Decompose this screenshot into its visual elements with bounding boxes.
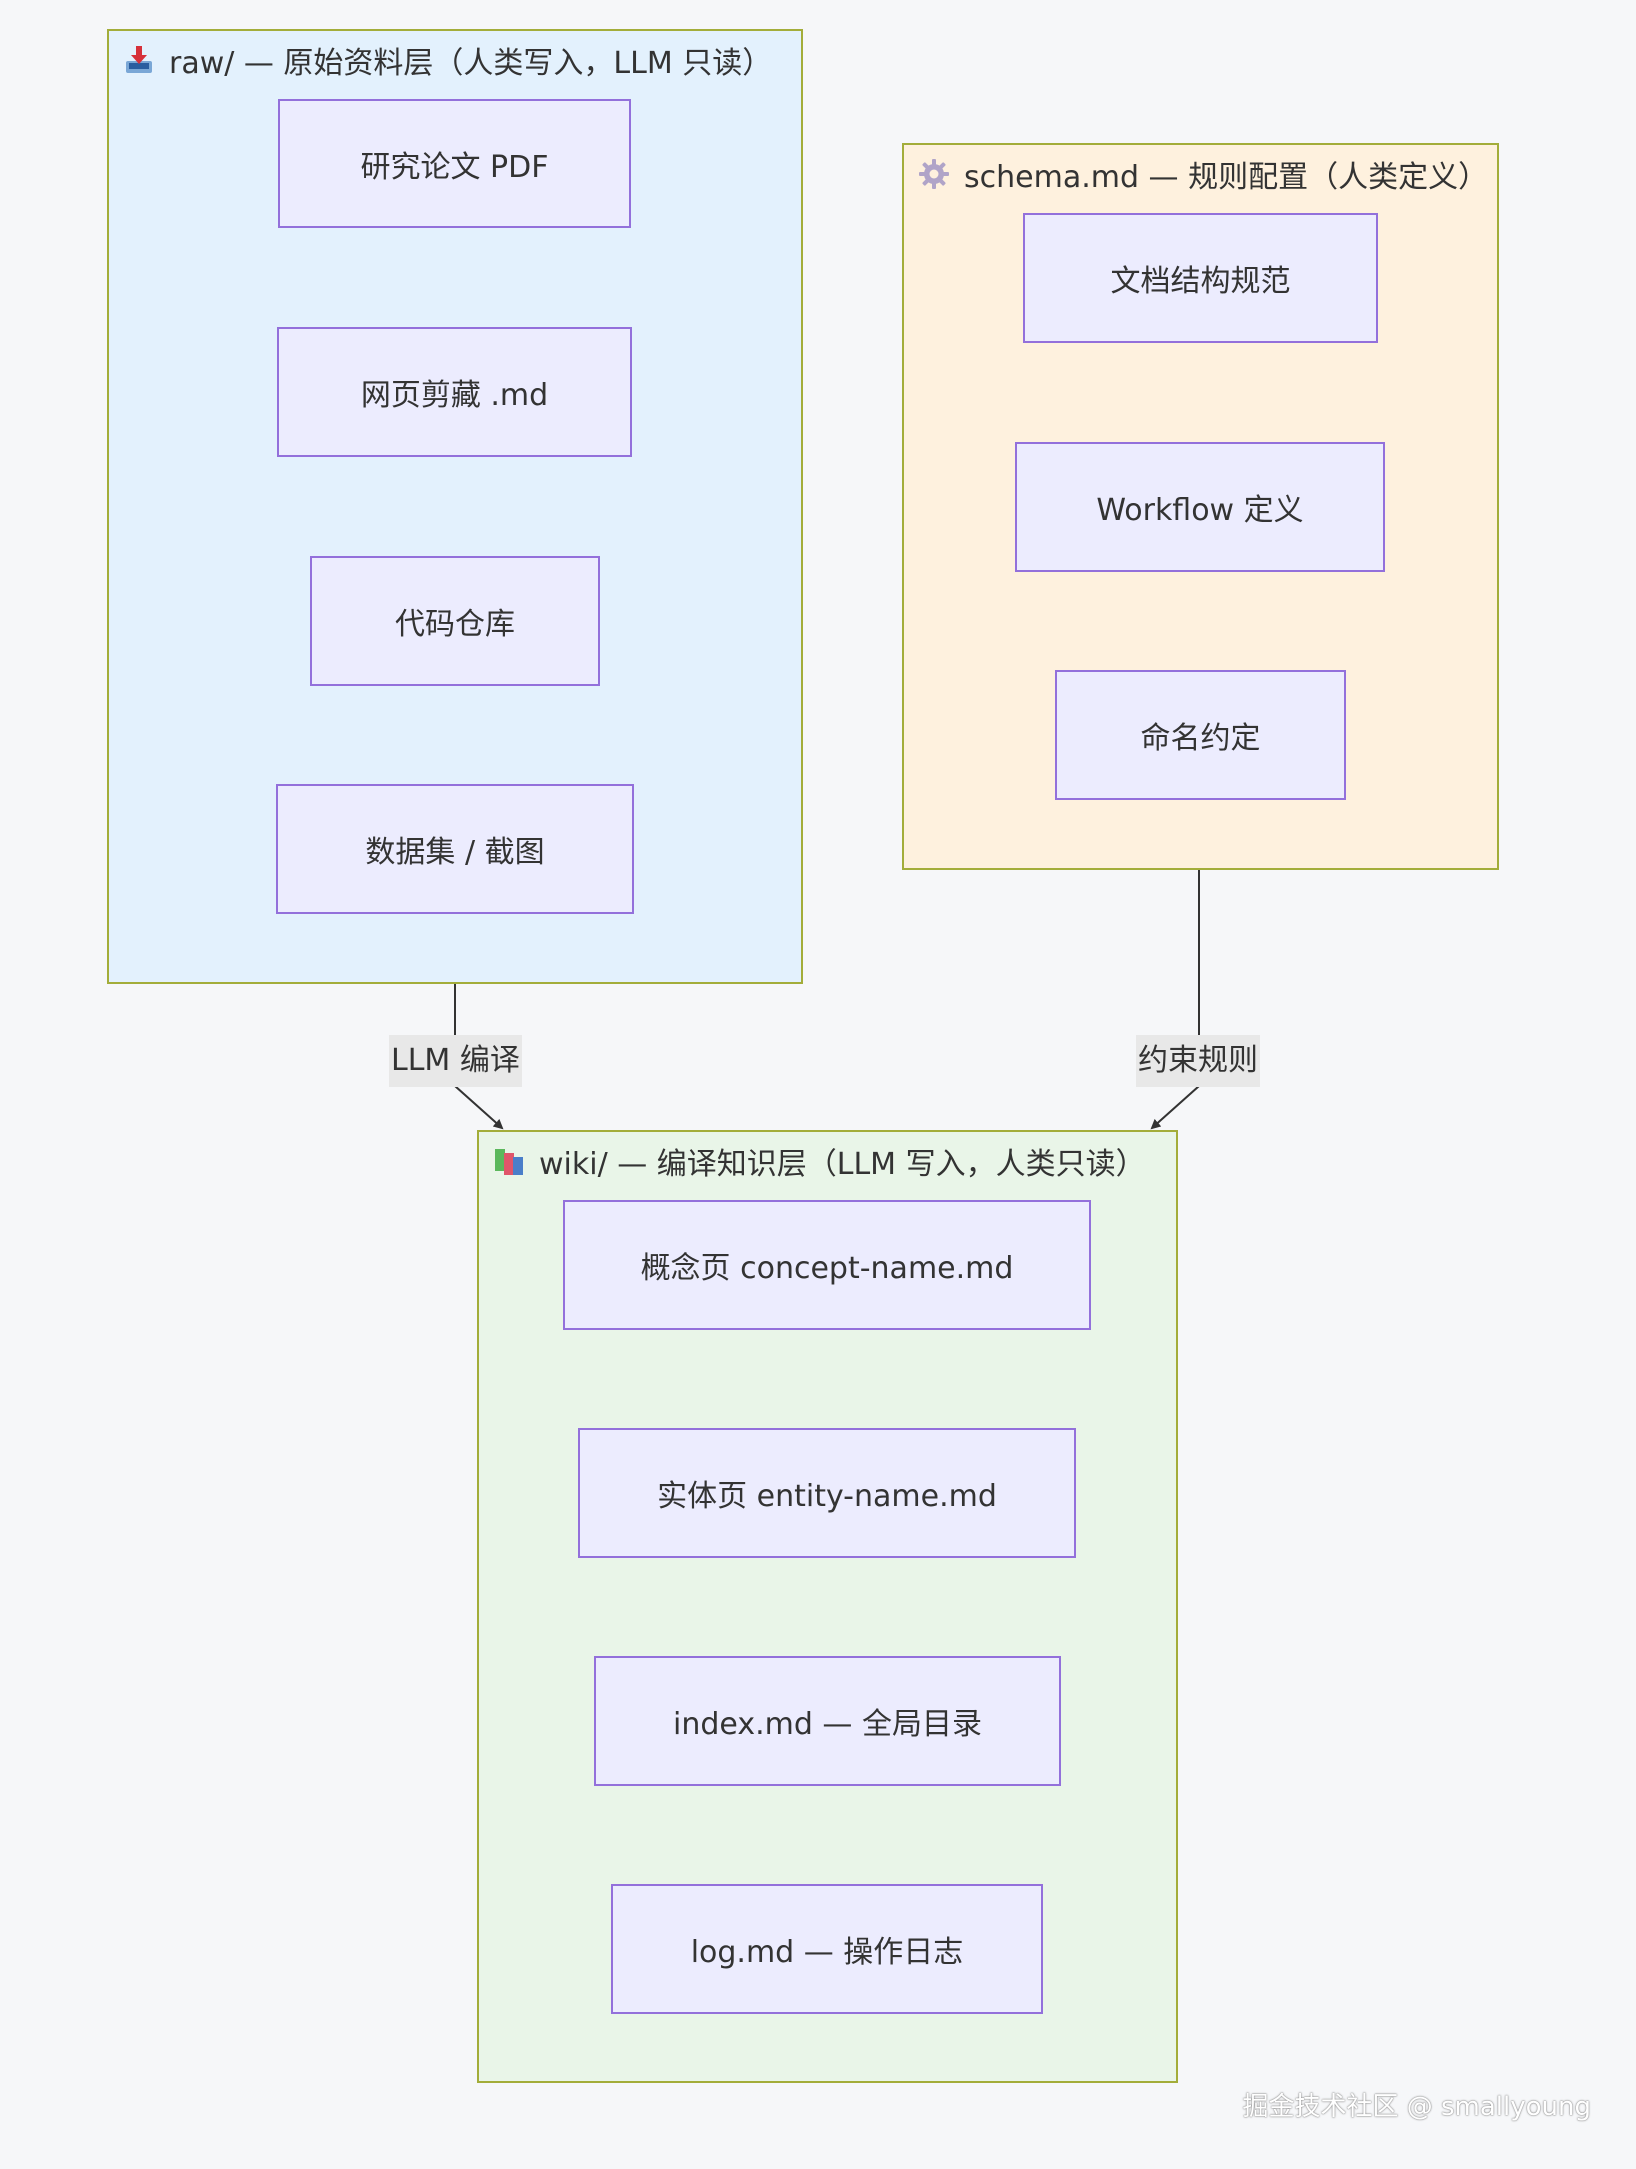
- node-dataset-screenshot: 数据集 / 截图: [276, 784, 634, 914]
- schema-layer-title: schema.md — 规则配置（人类定义）: [918, 151, 1488, 197]
- node-log: log.md — 操作日志: [611, 1884, 1043, 2014]
- node-doc-structure: 文档结构规范: [1023, 213, 1378, 343]
- node-code-repo: 代码仓库: [310, 556, 600, 686]
- edge-label-llm-compile: LLM 编译: [389, 1035, 522, 1087]
- wiki-layer-title-text: wiki/ — 编译知识层（LLM 写入，人类只读）: [539, 1147, 1146, 1182]
- edge-label-constraint-rules: 约束规则: [1136, 1035, 1260, 1087]
- schema-layer-title-text: schema.md — 规则配置（人类定义）: [964, 160, 1489, 195]
- node-naming: 命名约定: [1055, 670, 1346, 800]
- books-icon: [493, 1145, 525, 1177]
- node-entity-page: 实体页 entity-name.md: [578, 1428, 1076, 1558]
- node-research-paper: 研究论文 PDF: [278, 99, 631, 228]
- raw-layer-title-text: raw/ — 原始资料层（人类写入，LLM 只读）: [169, 46, 773, 81]
- node-workflow: Workflow 定义: [1015, 442, 1385, 572]
- node-web-clip: 网页剪藏 .md: [277, 327, 632, 457]
- node-index: index.md — 全局目录: [594, 1656, 1061, 1786]
- node-concept-page: 概念页 concept-name.md: [563, 1200, 1091, 1330]
- gear-icon: [918, 158, 950, 190]
- raw-layer-title: raw/ — 原始资料层（人类写入，LLM 只读）: [123, 37, 772, 83]
- edge-schema-to-wiki: [1150, 870, 1200, 1130]
- inbox-tray-icon: [123, 44, 155, 76]
- watermark: 掘金技术社区 @ smallyoung: [1242, 2092, 1591, 2122]
- wiki-layer-title: wiki/ — 编译知识层（LLM 写入，人类只读）: [493, 1138, 1146, 1184]
